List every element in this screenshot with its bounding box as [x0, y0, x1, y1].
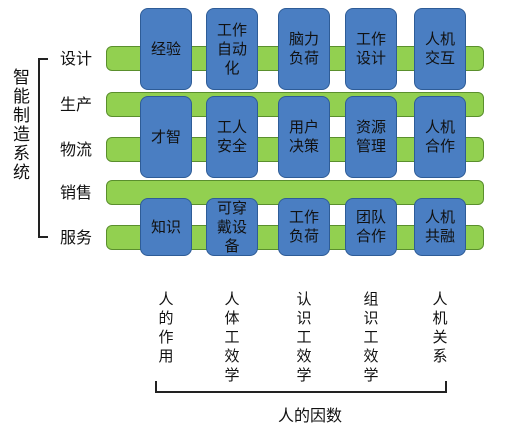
cell-work-design: 工作设计	[345, 8, 397, 90]
factor-label-organizational-ergonomics: 组识工效学	[363, 290, 379, 384]
cell-knowledge: 知识	[140, 198, 192, 256]
cell-wearable-devices: 可穿戴设备	[206, 198, 258, 256]
bottom-bracket	[155, 381, 447, 393]
process-label-sales: 销售	[60, 183, 93, 202]
factor-label-cognitive-ergonomics: 认识工效学	[296, 290, 312, 384]
cell-teamwork: 团队合作	[345, 198, 397, 256]
system-label: 智能制造系统	[9, 68, 29, 182]
process-label-service: 服务	[60, 228, 93, 247]
cell-workload: 工作负荷	[278, 198, 330, 256]
process-label-design: 设计	[60, 49, 93, 68]
factor-column-cognitive-ergonomics: 脑力负荷 用户决策 工作负荷	[278, 8, 330, 256]
cell-resource-management: 资源管理	[345, 96, 397, 178]
cell-experience: 经验	[140, 8, 192, 90]
factor-label-physical-ergonomics: 人体工效学	[224, 290, 240, 384]
human-factors-title: 人的因数	[277, 406, 342, 425]
factor-column-organizational-ergonomics: 工作设计 资源管理 团队合作	[345, 8, 397, 256]
process-label-logistics: 物流	[60, 140, 93, 159]
factor-label-human-machine: 人机关系	[432, 290, 448, 365]
cell-human-machine-fusion: 人机共融	[414, 198, 466, 256]
factor-label-human-role: 人的作用	[158, 290, 174, 365]
cell-hci: 人机交互	[414, 8, 466, 90]
cell-user-decision: 用户决策	[278, 96, 330, 178]
factor-column-physical-ergonomics: 工作自动化 工人安全 可穿戴设备	[206, 8, 258, 256]
factor-column-human-machine: 人机交互 人机合作 人机共融	[414, 8, 466, 256]
factor-column-human-role: 经验 才智 知识	[140, 8, 192, 256]
process-label-production: 生产	[60, 95, 93, 114]
cell-worker-safety: 工人安全	[206, 96, 258, 178]
left-bracket	[38, 58, 48, 238]
cell-human-machine-cooperation: 人机合作	[414, 96, 466, 178]
cell-talent: 才智	[140, 96, 192, 178]
cell-work-automation: 工作自动化	[206, 8, 258, 90]
cell-mental-load: 脑力负荷	[278, 8, 330, 90]
